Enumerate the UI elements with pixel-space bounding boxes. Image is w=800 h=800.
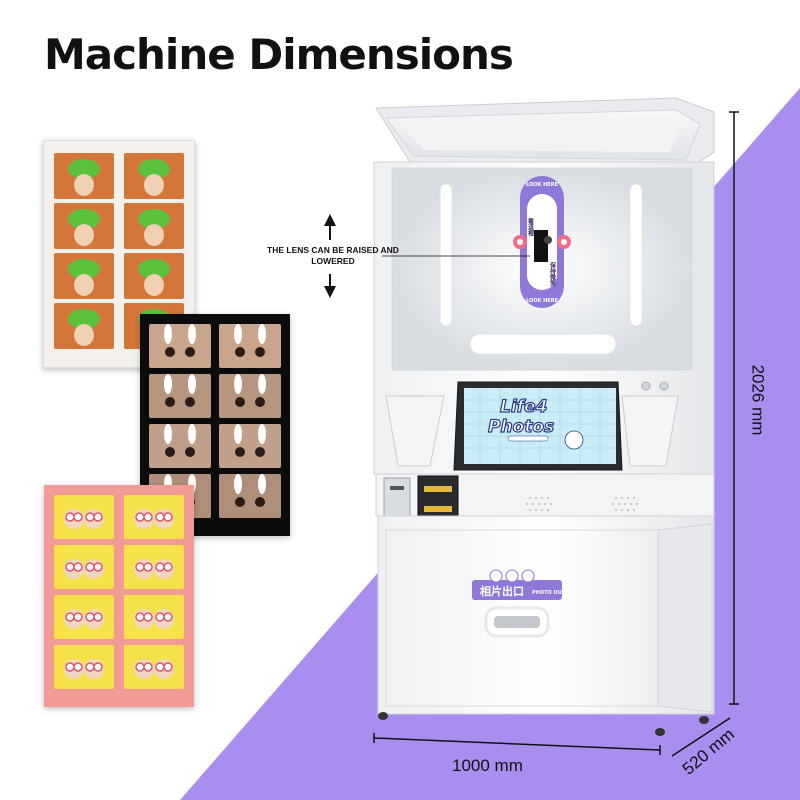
screen-title-line1: Life4 — [500, 397, 547, 417]
bottom-light-bar — [469, 333, 617, 355]
look-here-top: LOOK HERE — [526, 182, 559, 188]
left-prop-tray — [385, 395, 445, 467]
width-dimension: 1000 mm — [452, 756, 523, 775]
lens-adjust-note: THE LENS CAN BE RAISED AND LOWERED — [267, 245, 399, 266]
look-here-bottom: LOOK HERE — [526, 298, 559, 304]
photo-out-en: PHOTO OUT — [532, 590, 566, 596]
height-dimension: 2026 mm — [748, 364, 768, 436]
caster-wheel — [378, 712, 388, 720]
touch-screen[interactable]: Life4 Photos — [453, 381, 623, 471]
lens-text-right: 保持微笑 — [549, 261, 557, 287]
photo-strip-white — [43, 140, 195, 368]
dimension-lines — [373, 111, 739, 757]
bill-acceptor-icon[interactable] — [417, 475, 459, 521]
photo-strip-pink — [44, 485, 194, 707]
caster-wheel — [655, 728, 665, 736]
arrow-down-icon — [324, 286, 336, 298]
bunny-ear-faces — [164, 324, 266, 507]
top-hood — [375, 97, 715, 169]
page-title: Machine Dimensions — [44, 30, 514, 79]
caster-wheel — [699, 716, 709, 724]
photo-out-label: 相片出口 PHOTO OUT — [472, 569, 566, 600]
left-light-bar — [439, 183, 453, 327]
right-prop-tray — [621, 395, 679, 467]
sunglasses-faces — [64, 509, 174, 679]
lens-text-left: 看這裡 — [527, 217, 535, 237]
right-light-bar — [629, 183, 643, 327]
lens-panel: LOOK HERE LOOK HERE 看這裡 保持微笑 — [513, 176, 571, 308]
screen-title-line2: Photos — [488, 417, 554, 437]
control-knob-right — [659, 381, 669, 391]
speaker-grille-icon — [525, 496, 639, 512]
arrow-up-icon — [324, 214, 336, 226]
control-knob-left — [641, 381, 651, 391]
lens-arrows — [324, 214, 530, 298]
photo-out-cn: 相片出口 — [480, 584, 524, 598]
coin-slot-icon[interactable] — [383, 477, 411, 517]
